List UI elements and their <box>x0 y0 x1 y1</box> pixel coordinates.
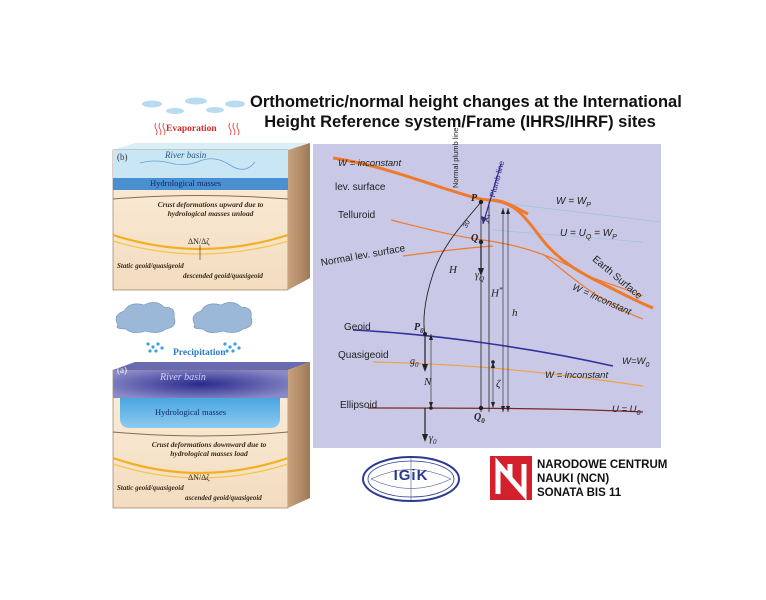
telluroid-label: Telluroid <box>338 210 376 221</box>
h-ellipsoidal-label: h <box>512 307 518 319</box>
block-a-river-basin-label: River basin <box>160 372 206 383</box>
block-a-crust-label: Crust deformations downward due to hydro… <box>139 440 279 458</box>
quasigeoid-label: Quasigeoid <box>338 350 389 361</box>
block-b-panel-label: (b) <box>117 152 128 162</box>
plumb-line-curve <box>423 201 482 335</box>
quasigeoid-line <box>372 361 644 387</box>
diagram-panel <box>313 144 661 448</box>
geoid-label: Geoid <box>344 322 371 333</box>
ncn-logo-icon <box>490 456 532 500</box>
block-b-illustration <box>112 97 310 291</box>
page-title: Orthometric/normal height changes at the… <box>250 92 682 132</box>
n-label: N <box>424 376 432 388</box>
block-a-crust-line-1: Crust deformations downward due to <box>151 440 267 449</box>
lev-surface-label: lev. surface <box>335 182 386 193</box>
zeta-small-label: ζ <box>486 214 490 224</box>
gamma-q-label: γQ <box>475 270 485 283</box>
h-normal-label: H* <box>491 286 503 300</box>
ncn-line-1: NARODOWE CENTRUM <box>537 459 668 471</box>
point-p0-label: P0 <box>414 322 424 335</box>
g0-label: g0 <box>410 356 419 369</box>
u-eq-uq-label: U = UQ = WP <box>560 228 617 241</box>
block-b-hydro-label: Hydrological masses <box>150 178 222 188</box>
wp-reference-line <box>492 201 661 223</box>
igik-logo <box>362 456 460 502</box>
height-systems-diagram <box>313 144 661 448</box>
normal-plumb-line-label: Normal plumb line <box>451 127 460 188</box>
reference-points <box>423 199 495 411</box>
ncn-line-2: NAUKI (NCN) <box>537 473 610 485</box>
geoid-line <box>352 329 614 367</box>
gamma0-label: γ0 <box>429 433 437 446</box>
w-eq-w0-label: W=W0 <box>622 356 650 369</box>
uq-reference-line <box>492 229 644 243</box>
ellipsoid-label: Ellipsoid <box>340 400 378 411</box>
block-a-illustration <box>112 302 310 509</box>
plumb-direction-arrow <box>482 163 502 225</box>
normal-level-surface-line <box>402 245 494 257</box>
telluroid-line <box>390 219 644 297</box>
title-line-2: Height Reference system/Frame (IHRS/IHRF… <box>264 113 656 131</box>
dimension-arrowheads <box>429 208 510 412</box>
block-b-crust-label: Crust deformations upward due to hydrolo… <box>143 200 278 218</box>
block-a-moved-label: ascended geoid/quasigeoid <box>185 494 262 502</box>
point-q0-label: Q0 <box>474 412 485 425</box>
block-a-side-face <box>288 362 310 508</box>
block-a-panel-label: (a) <box>117 365 127 375</box>
w-inconstant-lower-label: W = inconstant <box>545 370 609 381</box>
w-inconstant-top-label: W = inconstant <box>338 158 402 169</box>
block-b-top-edge <box>113 143 310 150</box>
point-p-label: P <box>471 193 478 204</box>
cloud-icons <box>142 97 245 114</box>
block-a-delta-label: ΔN/Δζ <box>188 473 210 482</box>
igik-logo-text: IGiK <box>393 467 429 484</box>
block-a-hydro-label: Hydrological masses <box>155 407 227 417</box>
block-a-static-label: Static geoid/quasigeoid <box>117 484 184 492</box>
h-orthometric-label: H <box>449 264 457 276</box>
zeta-label: ζ <box>496 378 501 390</box>
evaporation-label: Evaporation <box>166 124 217 134</box>
w-eq-wp-label: W = WP <box>556 196 591 209</box>
right-w-inconstant-line <box>542 253 644 320</box>
ncn-line-3: SONATA BIS 11 <box>537 487 622 499</box>
block-b-crust-line-1: Crust deformations upward due to <box>157 200 264 209</box>
ncn-logo-text: NARODOWE CENTRUM NAUKI (NCN) SONATA BIS … <box>537 458 667 500</box>
point-q-label: Q <box>471 233 479 244</box>
precipitation-drops-icon <box>146 342 241 353</box>
u-eq-u0-label: U = U0 <box>612 404 641 417</box>
rain-cloud-icons <box>115 302 253 333</box>
block-a-crust-line-2: hydrological masses load <box>170 449 248 458</box>
ellipsoid-line <box>367 407 644 413</box>
earth-surface-line <box>490 198 654 310</box>
block-b-moved-label: descended geoid/quasigeoid <box>183 272 263 280</box>
evaporation-arrows-icon <box>154 122 240 136</box>
block-b-crust-line-2: hydrological masses unload <box>167 209 254 218</box>
precipitation-label: Precipitation <box>173 348 226 358</box>
block-b-river-basin-label: River basin <box>165 150 207 160</box>
block-b-static-label: Static geoid/quasigeoid <box>117 262 184 270</box>
block-b-side-face <box>288 143 310 290</box>
title-line-1: Orthometric/normal height changes at the… <box>250 93 682 111</box>
block-b-delta-label: ΔN/Δζ <box>188 237 210 246</box>
